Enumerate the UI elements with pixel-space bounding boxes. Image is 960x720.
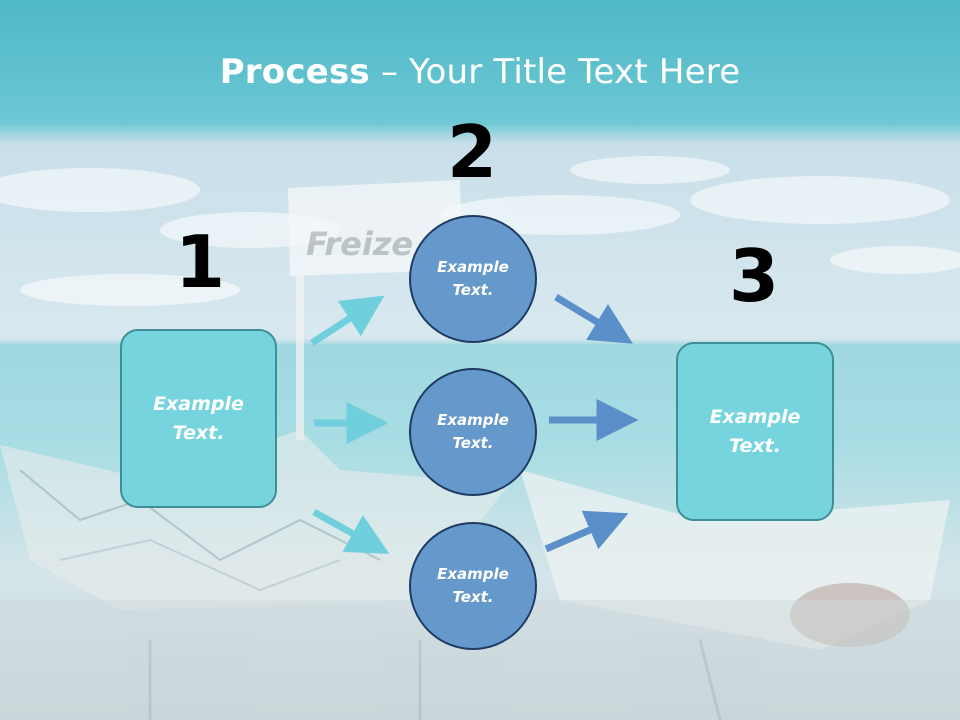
step-3-box: Example Text. xyxy=(676,342,834,521)
circle-top: Example Text. xyxy=(409,215,537,343)
step-1-text: Example Text. xyxy=(153,392,244,444)
map-boat xyxy=(0,430,520,610)
step-number-1: 1 xyxy=(174,220,226,304)
page-title: Process – Your Title Text Here xyxy=(0,52,960,92)
circle-top-text: Example Text. xyxy=(437,258,509,299)
circle-bottom: Example Text. xyxy=(409,522,537,650)
title-rest: – Your Title Text Here xyxy=(369,52,741,92)
step-1-box: Example Text. xyxy=(120,329,277,508)
arrow-1-to-top xyxy=(310,295,385,346)
circle-middle: Example Text. xyxy=(409,368,537,496)
step-3-text: Example Text. xyxy=(709,405,801,457)
circle-middle-text: Example Text. xyxy=(437,411,509,452)
title-bold: Process xyxy=(219,52,370,92)
arrow-bottom-to-3 xyxy=(544,510,629,553)
step-number-2: 2 xyxy=(446,110,498,194)
arrow-top-to-3 xyxy=(554,294,633,344)
arrow-1-to-bottom xyxy=(312,508,390,554)
step-number-3: 3 xyxy=(728,234,780,318)
flag-text: Freize xyxy=(306,225,413,263)
circle-bottom-text: Example Text. xyxy=(437,565,509,606)
